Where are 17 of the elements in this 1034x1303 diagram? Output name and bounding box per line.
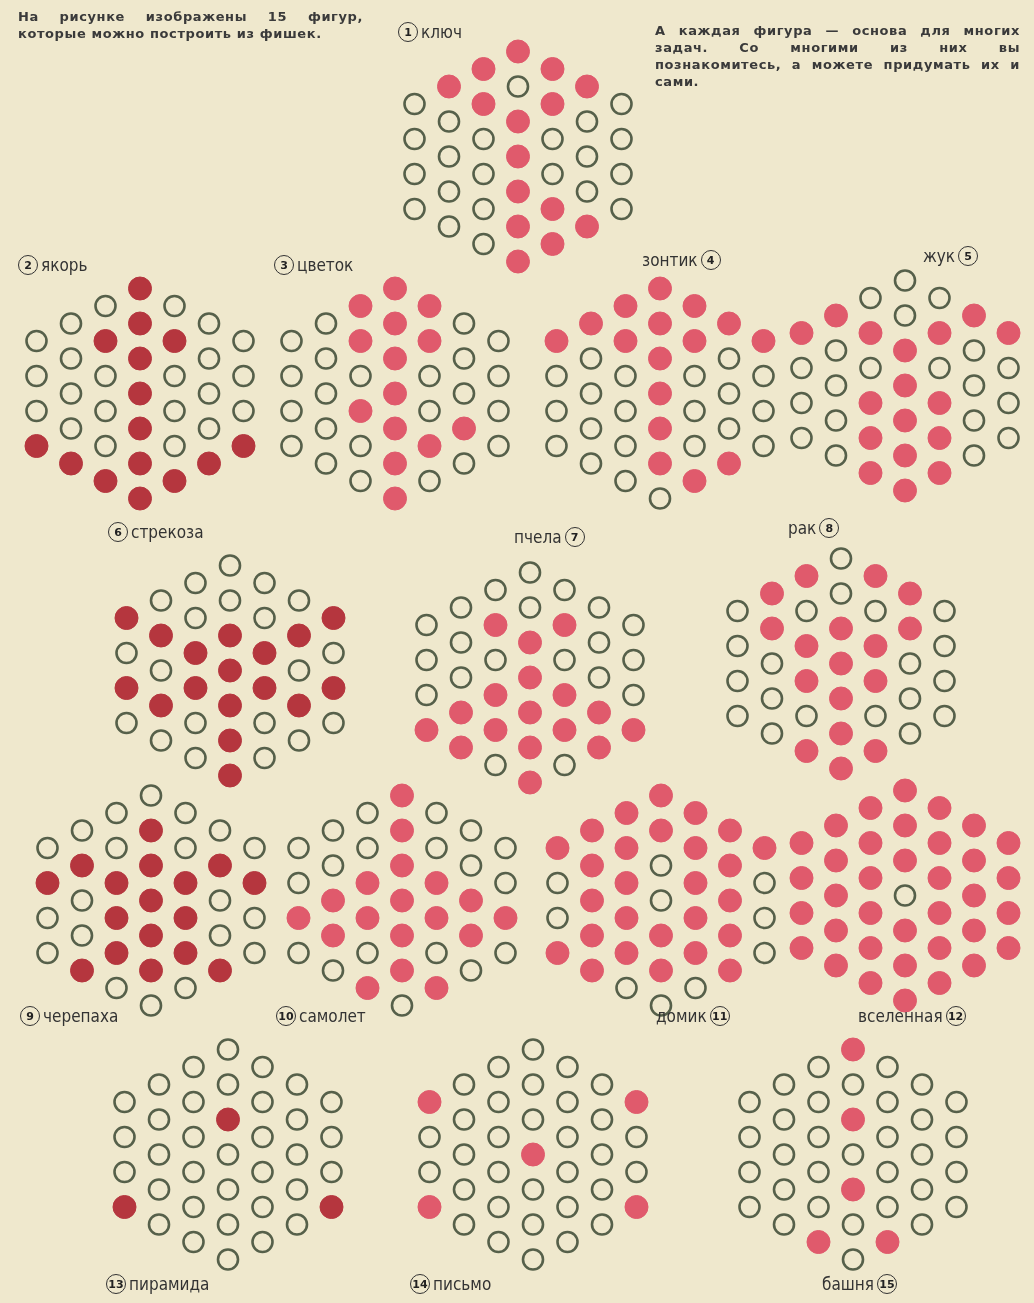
figure-name: пчела [514, 527, 562, 547]
figure-name: якорь [41, 255, 88, 275]
figure-name: стрекоза [131, 522, 204, 542]
figure-name: ключ [421, 22, 462, 42]
figure-name: письмо [433, 1274, 492, 1294]
figure-name: жук [923, 246, 956, 266]
intro-paragraph: А каждая фигура — основа для многих задач. Со многими из них вы познакомитесь, а можете придумать их и сами. [655, 22, 1020, 90]
figure-name: башня [822, 1274, 874, 1294]
figure-name: рак [788, 518, 817, 538]
figure-name: домик [656, 1006, 707, 1026]
figure-name: самолет [299, 1006, 366, 1026]
figure-name: черепаха [43, 1006, 119, 1026]
figure-name: вселенная [858, 1006, 943, 1026]
figure-name: пирамида [129, 1274, 210, 1294]
figure-name: зонтик [642, 250, 698, 270]
figure-name: цветок [297, 255, 354, 275]
intro-paragraph: На рисунке изображены 15 фигур, которые можно построить из фишек. [18, 8, 363, 42]
